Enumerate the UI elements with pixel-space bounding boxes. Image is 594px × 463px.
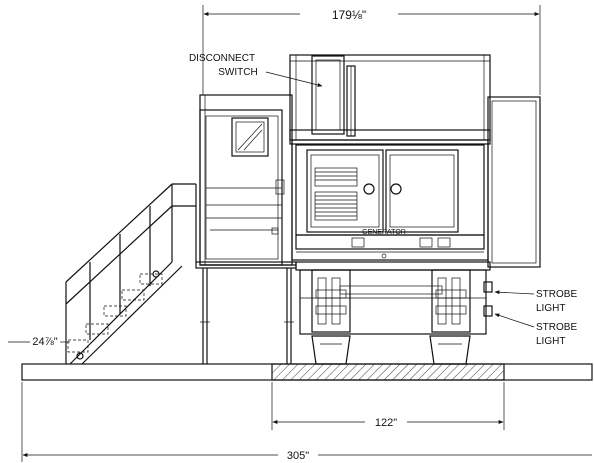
- strobe-callout-1: STROBE LIGHT: [494, 289, 577, 314]
- trailer-axles: [295, 261, 493, 365]
- generator-label: GENERATOR: [362, 229, 406, 236]
- strobe1-label-line2: LIGHT: [536, 303, 565, 314]
- strobe-callout-2: STROBE LIGHT: [494, 313, 577, 347]
- strobe2-label-line2: LIGHT: [536, 336, 565, 347]
- right-door: [487, 96, 541, 268]
- disconnect-label-line1: DISCONNECT: [189, 53, 255, 64]
- top-width-label: 179⅛": [332, 8, 366, 22]
- stairs: [65, 183, 197, 365]
- top-dimension: 179⅛": [202, 5, 541, 95]
- overall-width-label: 305": [287, 450, 309, 462]
- base-width-label: 122": [375, 417, 397, 429]
- left-room: [195, 94, 297, 364]
- strobe2-label-line1: STROBE: [536, 322, 577, 333]
- door-handle-icon: [390, 183, 402, 195]
- disconnect-callout: DISCONNECT SWITCH: [189, 53, 323, 87]
- base-dimension: 122": [271, 382, 505, 430]
- disconnect-switch: [311, 55, 356, 137]
- strobe1-label-line1: STROBE: [536, 289, 577, 300]
- door-handle-icon: [363, 183, 375, 195]
- stair-height-label: 24⅞": [32, 336, 57, 348]
- disconnect-label-line2: SWITCH: [218, 67, 257, 78]
- overall-dimension: 305": [21, 382, 592, 462]
- stair-height-dimension: 24⅞": [8, 336, 70, 348]
- ground-slab: [21, 363, 593, 381]
- louvers: [314, 167, 358, 221]
